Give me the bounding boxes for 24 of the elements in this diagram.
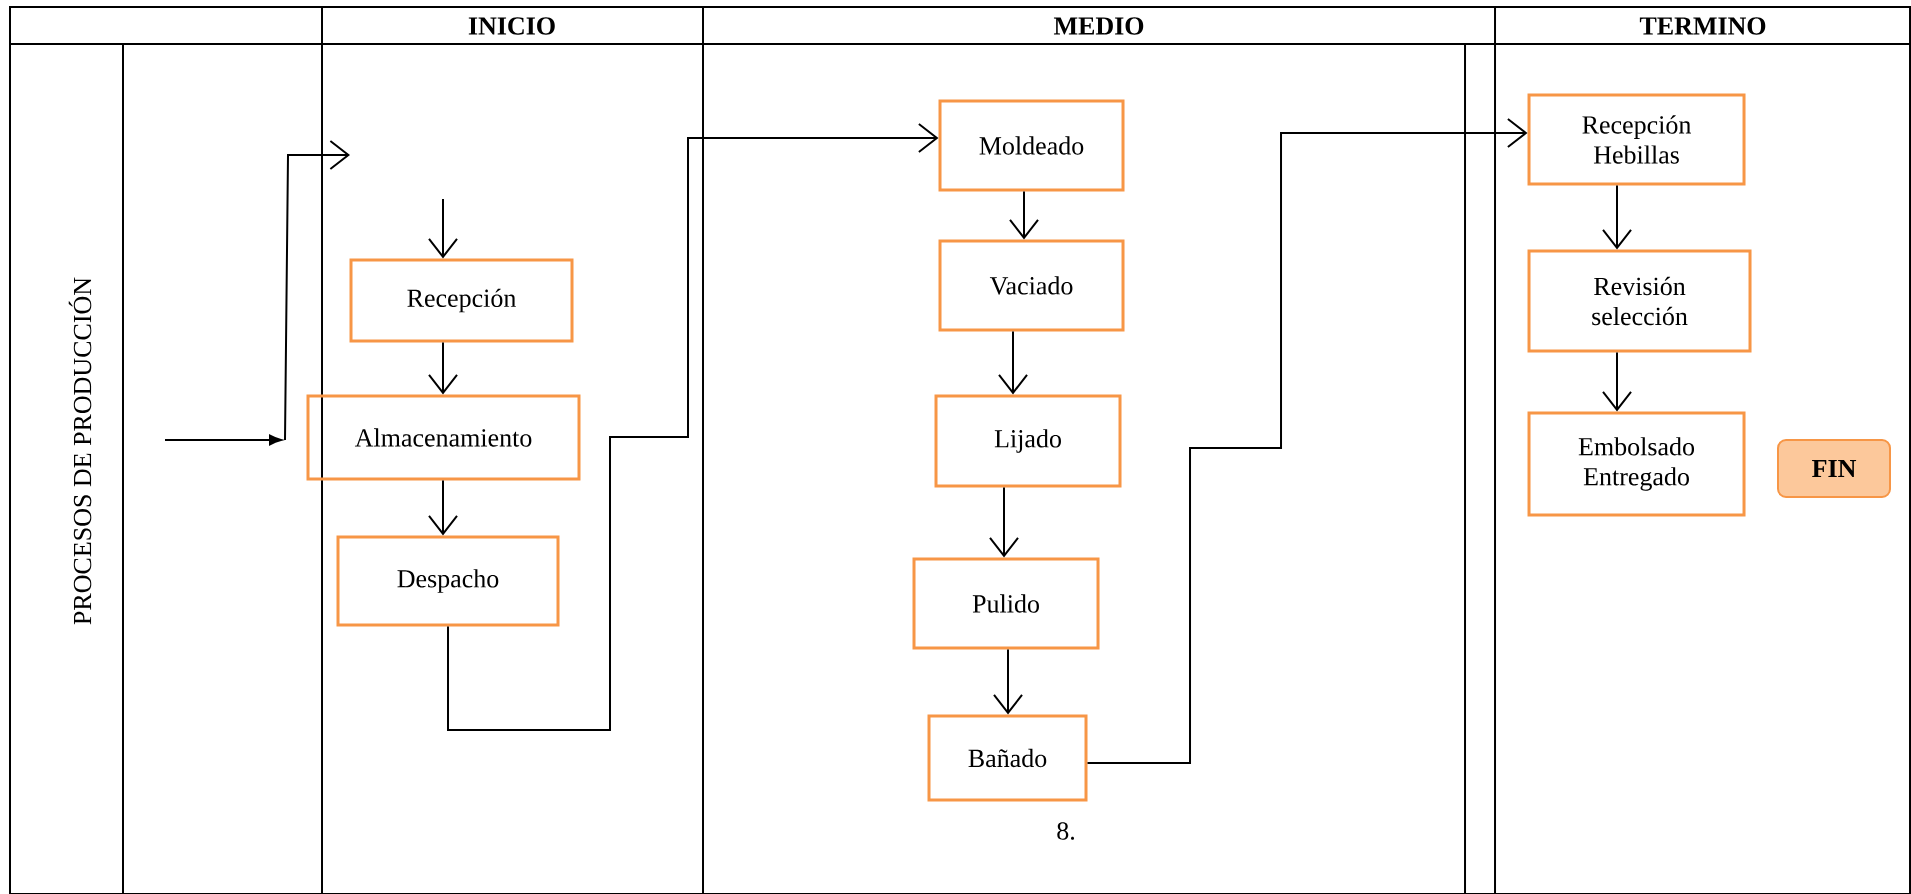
- arrow: [1086, 118, 1528, 764]
- process-box: Recepción: [349, 258, 574, 343]
- arrow: [447, 123, 939, 731]
- process-box: Pulido: [912, 557, 1100, 650]
- process-box: Recepción Hebillas: [1527, 93, 1746, 186]
- column-header: TERMINO: [1639, 17, 1766, 35]
- column-header: INICIO: [468, 17, 555, 35]
- end-box: FIN: [1777, 439, 1891, 498]
- process-box: Almacenamiento: [306, 394, 581, 481]
- arrow: [993, 648, 1023, 715]
- arrow: [989, 486, 1019, 558]
- process-box: Revisión selección: [1527, 249, 1752, 353]
- process-box: Bañado: [927, 714, 1088, 802]
- row-header: PROCESOS DE PRODUCCIÓN: [68, 277, 92, 625]
- process-box: Vaciado: [938, 239, 1125, 332]
- process-box: Lijado: [934, 394, 1122, 488]
- arrow: [998, 330, 1028, 395]
- arrow: [1602, 351, 1632, 412]
- column-header: MEDIO: [1053, 17, 1144, 35]
- process-box: Moldeado: [938, 99, 1125, 192]
- arrow: [428, 198, 458, 259]
- process-box: Embolsado Entregado: [1527, 411, 1746, 517]
- process-box: Despacho: [336, 535, 560, 627]
- arrow: [1602, 184, 1632, 250]
